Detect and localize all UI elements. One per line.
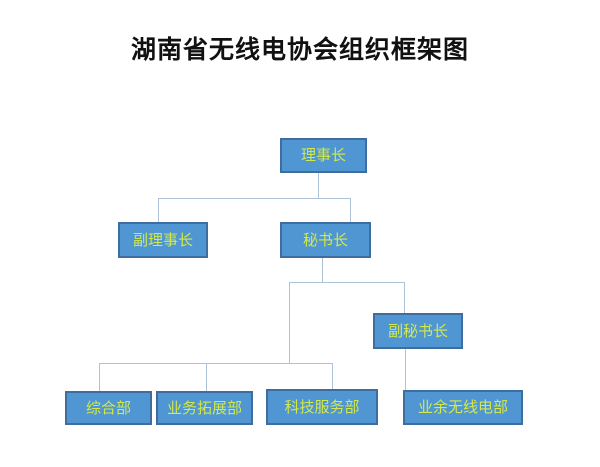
connector-drop-general-dept bbox=[99, 363, 100, 391]
connector-drop-bizdev-dept bbox=[206, 363, 207, 391]
node-general-affairs-dept: 综合部 bbox=[65, 391, 152, 425]
node-vice-chairman: 副理事长 bbox=[118, 222, 208, 258]
node-deputy-secretary-general: 副秘书长 bbox=[373, 313, 463, 349]
connector-chairman-stem bbox=[318, 173, 319, 198]
connector-drop-vice-chairman bbox=[158, 198, 159, 222]
connector-level4-bar bbox=[99, 363, 333, 364]
node-business-development-dept-label: 业务拓展部 bbox=[166, 398, 242, 417]
node-deputy-secretary-general-label: 副秘书长 bbox=[387, 321, 448, 340]
node-chairman-label: 理事长 bbox=[300, 146, 346, 164]
node-secretary-general: 秘书长 bbox=[280, 222, 371, 258]
node-general-affairs-dept-label: 综合部 bbox=[85, 398, 131, 417]
connector-secretary-stem bbox=[322, 258, 323, 282]
node-chairman: 理事长 bbox=[280, 138, 367, 173]
node-business-development-dept: 业务拓展部 bbox=[156, 391, 253, 425]
connector-level3-bar bbox=[289, 282, 405, 283]
node-vice-chairman-label: 副理事长 bbox=[132, 230, 193, 249]
connector-drop-to-bottom-bar bbox=[289, 282, 290, 363]
page-title: 湖南省无线电协会组织框架图 bbox=[130, 35, 469, 64]
node-amateur-radio-dept-label: 业余无线电部 bbox=[417, 398, 508, 416]
node-technology-service-dept: 科技服务部 bbox=[266, 389, 378, 425]
connector-deputy-secretary-stem bbox=[405, 349, 406, 390]
connector-drop-techservice-dept bbox=[332, 363, 333, 389]
connector-level2-bar bbox=[158, 198, 351, 199]
connector-drop-deputy-secretary bbox=[404, 282, 405, 313]
node-secretary-general-label: 秘书长 bbox=[302, 230, 348, 249]
connector-drop-secretary bbox=[350, 198, 351, 222]
node-technology-service-dept-label: 科技服务部 bbox=[284, 397, 360, 416]
node-amateur-radio-dept: 业余无线电部 bbox=[403, 390, 523, 425]
